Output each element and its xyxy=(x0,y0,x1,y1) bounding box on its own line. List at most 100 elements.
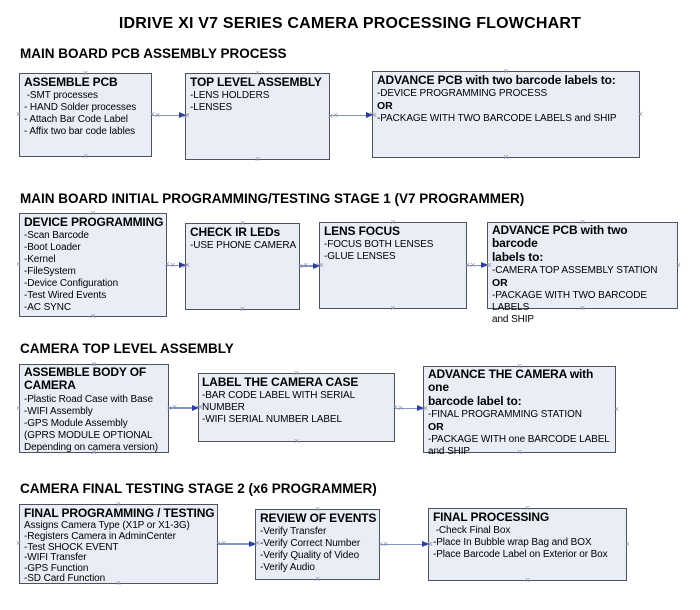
flow-box-advance-pcb-with-two[interactable]: ××××ADVANCE PCB with two barcode labels … xyxy=(484,218,681,325)
box-line: -Boot Loader xyxy=(24,242,81,254)
box-line: -SD Card Function xyxy=(24,573,106,585)
box-line: -FileSystem xyxy=(24,266,76,278)
box-line: -WIFI Assembly xyxy=(24,405,93,417)
box-line: -LENSES xyxy=(190,102,233,114)
box-line: -Test SHOCK EVENT xyxy=(24,541,119,553)
arrowhead-icon xyxy=(179,112,186,119)
section-heading-main-board-initial-programming: MAIN BOARD INITIAL PROGRAMMING/TESTING S… xyxy=(20,191,525,206)
box-line: -GLUE LENSES xyxy=(324,251,396,263)
connection-handle-bottom-icon: × xyxy=(314,574,321,584)
flow-box-advance-pcb-with-two[interactable]: ××××ADVANCE PCB with two barcode labels … xyxy=(369,67,643,162)
box-line: -Verify Quality of Video xyxy=(260,550,360,562)
connector-line xyxy=(467,264,484,267)
box-title: ADVANCE THE CAMERA with one barcode labe… xyxy=(428,367,594,408)
section-heading-camera-top-level-assembly: CAMERA TOP LEVEL ASSEMBLY xyxy=(20,341,234,356)
box-title: ASSEMBLE BODY OF CAMERA xyxy=(24,365,147,393)
box-title: FINAL PROCESSING xyxy=(433,510,550,524)
connector-endpoint-icon: × xyxy=(254,538,260,549)
connector-arrow[interactable]: ×× xyxy=(218,539,260,549)
connector-endpoint-icon: × xyxy=(184,109,190,120)
box-title: LABEL THE CAMERA CASE xyxy=(202,375,359,389)
box-line: -SMT processes xyxy=(24,90,98,102)
section-heading-main-board-pcb-assembly: MAIN BOARD PCB ASSEMBLY PROCESS xyxy=(20,46,287,61)
connector-arrow[interactable]: ×× xyxy=(169,402,203,413)
connection-handle-right-icon: × xyxy=(624,538,630,549)
connection-handle-bottom-icon: × xyxy=(239,304,246,314)
connector-endpoint-icon: × xyxy=(172,402,178,413)
connector-endpoint-icon: × xyxy=(155,109,161,120)
box-title: TOP LEVEL ASSEMBLY xyxy=(190,75,322,89)
connector-arrow[interactable]: ×× xyxy=(152,109,190,120)
connector-endpoint-icon: × xyxy=(383,538,389,549)
box-line: -Place In Bubble wrap Bag and BOX xyxy=(433,537,592,549)
connector-arrow[interactable]: ×× xyxy=(467,260,492,270)
flow-box-check-ir-leds[interactable]: ××××CHECK IR LEDs-USE PHONE CAMERA xyxy=(182,219,303,314)
connector-endpoint-icon: × xyxy=(398,402,404,413)
flow-box-device-programming[interactable]: ××××DEVICE PROGRAMMING-Scan Barcode-Boot… xyxy=(16,209,170,321)
connector-endpoint-icon: × xyxy=(427,538,433,549)
box-line: -FOCUS BOTH LENSES xyxy=(324,239,434,251)
box-line: - Affix two bar code lables xyxy=(24,126,136,138)
box-title: REVIEW OF EVENTS xyxy=(260,511,377,525)
connector-line xyxy=(380,543,425,546)
box-line: -AC SYNC xyxy=(24,302,71,314)
connector-endpoint-icon: × xyxy=(303,260,309,271)
connector-line xyxy=(167,264,182,267)
box-line: -PACKAGE WITH one BARCODE LABEL and SHIP xyxy=(428,433,610,457)
connection-handle-bottom-icon: × xyxy=(503,152,509,162)
connector-arrow[interactable]: ×× xyxy=(380,538,433,549)
box-line: -WIFI SERIAL NUMBER LABEL xyxy=(202,414,342,426)
connector-endpoint-icon: × xyxy=(318,260,324,271)
box-line: -GPS Function xyxy=(24,562,89,574)
connection-handle-left-icon: × xyxy=(16,402,22,413)
connection-handle-bottom-icon: × xyxy=(82,151,89,161)
connector-line xyxy=(169,407,195,409)
box-line: -WIFI Transfer xyxy=(24,552,87,564)
box-line: -BAR CODE LABEL WITH SERIAL NUMBER xyxy=(202,390,358,414)
box-line: OR xyxy=(377,100,393,113)
connector-arrow[interactable]: ×× xyxy=(167,260,190,270)
box-title: DEVICE PROGRAMMING xyxy=(24,215,164,229)
arrowhead-icon xyxy=(192,404,199,411)
connector-arrow[interactable]: ×× xyxy=(330,109,377,120)
flow-box-advance-the-camera-with[interactable]: ××××ADVANCE THE CAMERA with one barcode … xyxy=(420,362,619,457)
box-line: -FINAL PROGRAMMING STATION xyxy=(428,409,582,421)
box-line: - Attach Bar Code Label xyxy=(24,114,128,126)
connector-endpoint-icon: × xyxy=(371,109,377,120)
box-line: -DEVICE PROGRAMMING PROCESS xyxy=(377,88,548,100)
connector-arrow[interactable]: ×× xyxy=(395,402,428,413)
box-line: - HAND Solder processes xyxy=(24,102,137,114)
box-line: -Place Barcode Label on Exterior or Box xyxy=(433,549,608,561)
connector-arrow[interactable]: ×× xyxy=(300,260,324,271)
flow-box-assemble-body-of-camera[interactable]: ××××ASSEMBLE BODY OF CAMERA-Plastic Road… xyxy=(16,360,172,457)
flow-box-final-processing[interactable]: ××××FINAL PROCESSING -Check Final Box-Pl… xyxy=(425,504,630,585)
box-line: OR xyxy=(428,421,444,434)
arrowhead-icon xyxy=(313,262,320,269)
flow-box-label-the-camera-case[interactable]: ××××LABEL THE CAMERA CASE-BAR CODE LABEL… xyxy=(195,369,398,446)
flow-box-lens-focus[interactable]: ××××LENS FOCUS-FOCUS BOTH LENSES-GLUE LE… xyxy=(316,218,470,313)
connection-handle-bottom-icon: × xyxy=(524,575,531,585)
box-line: -Device Configuration xyxy=(24,278,119,290)
flow-box-top-level-assembly[interactable]: ××××TOP LEVEL ASSEMBLY-LENS HOLDERS-LENS… xyxy=(182,69,333,164)
box-line: -Verify Audio xyxy=(260,562,315,574)
box-line: -Plastic Road Case with Base xyxy=(24,393,153,405)
box-line: OR xyxy=(492,277,508,290)
box-line: -PACKAGE WITH TWO BARCODE LABELS and SHI… xyxy=(377,113,617,125)
connection-handle-bottom-icon: × xyxy=(390,303,396,313)
box-line: -Check Final Box xyxy=(433,525,511,537)
flow-box-review-of-events[interactable]: ××××REVIEW OF EVENTS-Verify Transfer-Ver… xyxy=(252,505,383,584)
arrowhead-icon xyxy=(422,541,429,547)
connector-line xyxy=(152,114,182,117)
connection-handle-bottom-icon: × xyxy=(293,436,300,446)
connector-endpoint-icon: × xyxy=(333,109,339,120)
flow-box-assemble-pcb[interactable]: ××××ASSEMBLE PCB -SMT processes- HAND So… xyxy=(16,69,155,161)
connector-line xyxy=(395,407,420,410)
box-line: -Verify Transfer xyxy=(260,526,327,538)
connection-handle-right-icon: × xyxy=(613,403,619,414)
arrowhead-icon xyxy=(249,540,256,547)
box-title: ADVANCE PCB with two barcode labels to: xyxy=(377,73,616,87)
box-title: FINAL PROGRAMMING / TESTING xyxy=(24,506,215,520)
arrowhead-icon xyxy=(179,262,186,269)
